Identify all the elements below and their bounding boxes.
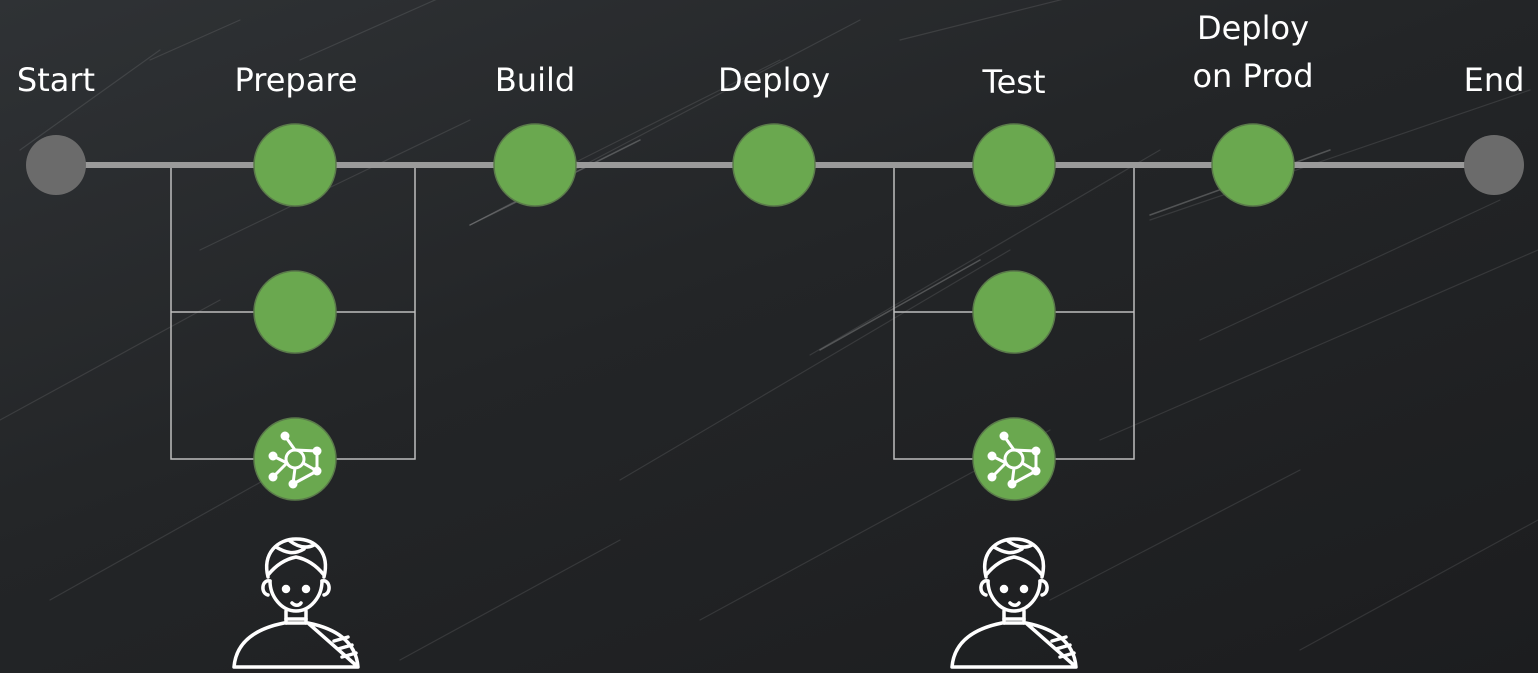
- workflow-network-icon: [268, 431, 322, 489]
- test-workflow-node[interactable]: [972, 417, 1056, 501]
- stage-label-test: Test: [982, 63, 1046, 101]
- prepare-parallel-node[interactable]: [253, 270, 337, 354]
- deploy-prod-stage-node[interactable]: [1211, 123, 1295, 207]
- prepare-approval-person-icon: [232, 537, 360, 669]
- stage-label-start: Start: [16, 61, 96, 99]
- stage-label-build: Build: [494, 61, 576, 99]
- stage-label-deploy: Deploy: [717, 61, 831, 99]
- prepare-workflow-node[interactable]: [253, 417, 337, 501]
- end-node[interactable]: [1464, 135, 1524, 195]
- build-stage-node[interactable]: [493, 123, 577, 207]
- stage-label-prepare: Prepare: [234, 61, 358, 99]
- test-parallel-node[interactable]: [972, 270, 1056, 354]
- stage-label-end: End: [1463, 61, 1525, 99]
- prepare-stage-node[interactable]: [253, 123, 337, 207]
- start-node[interactable]: [26, 135, 86, 195]
- stage-label-deploy-prod: Deploy on Prod: [1192, 9, 1314, 95]
- test-approval-person-icon: [950, 537, 1078, 669]
- workflow-network-icon: [987, 431, 1041, 489]
- deploy-stage-node[interactable]: [732, 123, 816, 207]
- test-stage-node[interactable]: [972, 123, 1056, 207]
